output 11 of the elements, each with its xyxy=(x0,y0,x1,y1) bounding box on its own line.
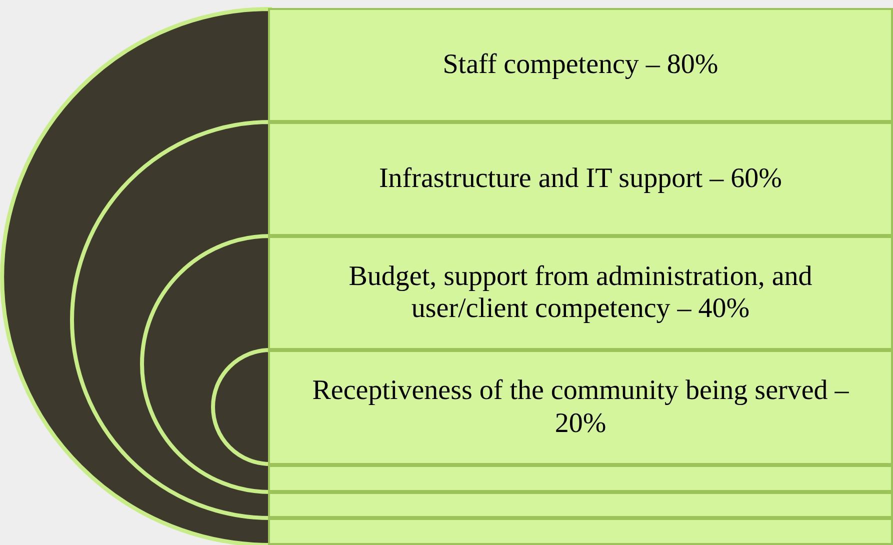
band-label: Receptiveness of the community being served – 20% xyxy=(311,375,850,440)
band-label: Staff competency – 80% xyxy=(442,48,720,82)
empty-band xyxy=(268,465,893,492)
band-label: Infrastructure and IT support – 60% xyxy=(378,162,784,196)
text-band xyxy=(268,350,893,465)
text-band xyxy=(268,122,893,236)
text-band xyxy=(268,236,893,350)
empty-band xyxy=(268,492,893,518)
text-band xyxy=(268,8,893,122)
empty-band xyxy=(268,518,893,545)
band-label: Budget, support from administration, and user/client competency – 40% xyxy=(348,260,814,326)
